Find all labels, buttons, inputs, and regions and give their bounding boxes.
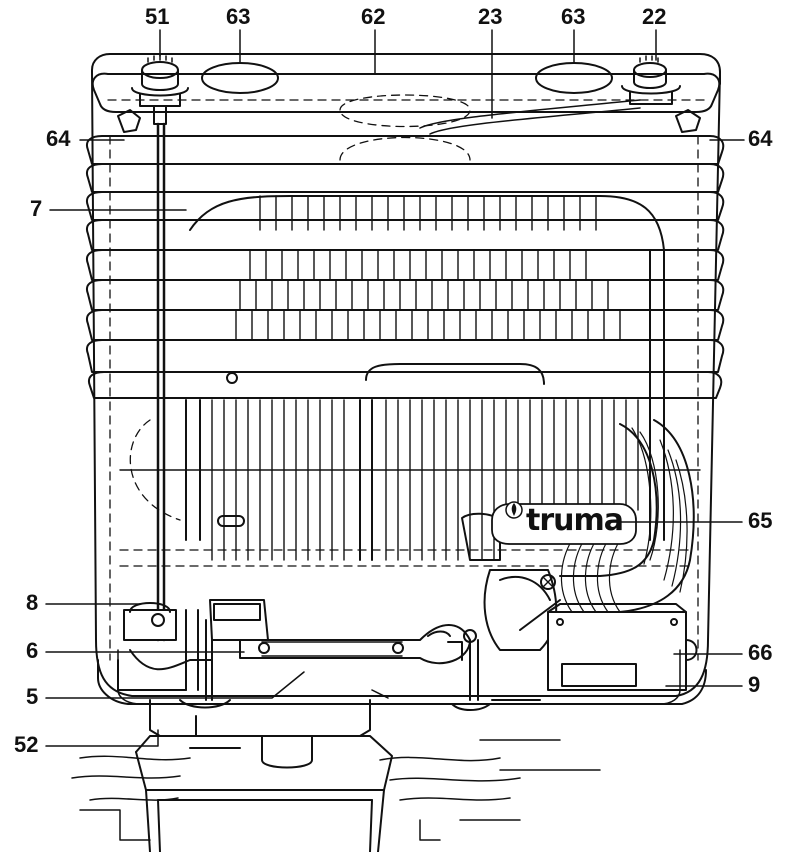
callout-63-left: 63 bbox=[226, 4, 251, 29]
heater-casing bbox=[91, 53, 721, 705]
callout-22: 22 bbox=[642, 4, 667, 29]
callout-7: 7 bbox=[30, 196, 43, 221]
louvers bbox=[86, 135, 725, 399]
callout-6: 6 bbox=[26, 638, 39, 663]
callout-64-right: 64 bbox=[748, 126, 773, 151]
callout-65: 65 bbox=[748, 508, 773, 533]
leader-lines bbox=[45, 29, 745, 747]
callout-52: 52 bbox=[14, 732, 39, 757]
top-opening-right bbox=[535, 62, 613, 94]
callout-23: 23 bbox=[478, 4, 503, 29]
callout-8: 8 bbox=[26, 590, 39, 615]
clip-left bbox=[117, 109, 141, 133]
callout-51: 51 bbox=[145, 4, 170, 29]
knob-right bbox=[621, 55, 681, 105]
slot bbox=[217, 515, 245, 527]
base-container bbox=[135, 699, 393, 853]
callout-64-left: 64 bbox=[46, 126, 71, 151]
brand-plate bbox=[491, 501, 637, 545]
callout-62: 62 bbox=[361, 4, 386, 29]
top-opening-left bbox=[201, 62, 279, 94]
grille-fins bbox=[211, 195, 639, 561]
base-tray bbox=[117, 649, 681, 711]
knob-left bbox=[131, 54, 189, 642]
callout-5: 5 bbox=[26, 684, 39, 709]
clip-right bbox=[675, 109, 701, 133]
exhaust-duct bbox=[559, 419, 695, 613]
thermocouple bbox=[239, 624, 471, 665]
screw-top-left bbox=[226, 372, 238, 384]
control-box bbox=[547, 603, 698, 691]
callout-63-right: 63 bbox=[561, 4, 586, 29]
callout-9: 9 bbox=[748, 672, 761, 697]
burner-assembly bbox=[461, 512, 561, 651]
floor-lines bbox=[71, 739, 601, 841]
ignition-assembly bbox=[117, 599, 541, 701]
control-label-plate bbox=[561, 663, 637, 687]
callout-66: 66 bbox=[748, 640, 773, 665]
brand-logo-text: truma bbox=[526, 503, 624, 538]
top-cover bbox=[91, 62, 721, 161]
